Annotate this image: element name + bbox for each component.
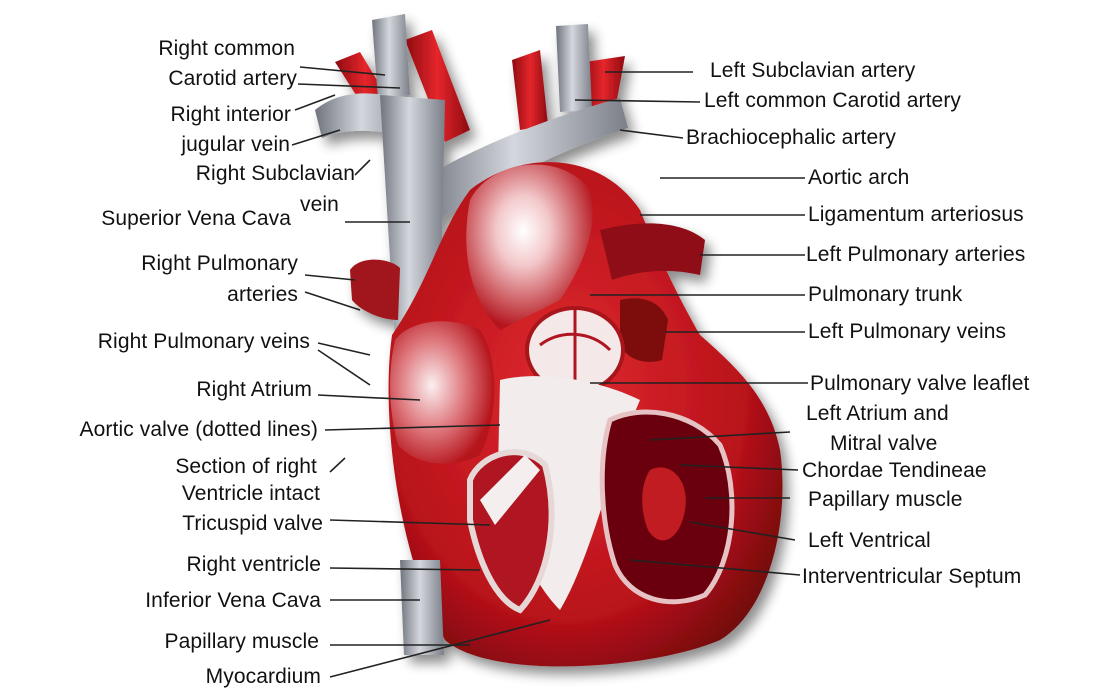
label-arteries: arteries <box>227 283 298 307</box>
label-right-ventricle: Right ventricle <box>186 553 321 577</box>
label-left-atrium-and: Left Atrium and <box>806 402 949 426</box>
label-right-pulmonary-veins: Right Pulmonary veins <box>98 330 310 354</box>
label-papillary-muscle-left: Papillary muscle <box>165 630 320 654</box>
line-rpv-2 <box>318 350 370 385</box>
label-superior-vena-cava: Superior Vena Cava <box>101 207 291 231</box>
left-common-carotid-vessel <box>512 50 548 130</box>
label-interventricular-septum: Interventricular Septum <box>802 565 1021 589</box>
label-ligamentum-arteriosus: Ligamentum arteriosus <box>808 203 1024 227</box>
line-brachiocephalic <box>620 130 683 138</box>
label-mitral-valve: Mitral valve <box>830 432 937 456</box>
label-chordae-tendineae: Chordae Tendineae <box>802 459 987 483</box>
label-aortic-valve: Aortic valve (dotted lines) <box>80 418 318 442</box>
label-myocardium: Myocardium <box>206 665 321 689</box>
label-right-interior: Right interior <box>171 103 291 127</box>
label-ventricle-intact: Ventricle intact <box>182 482 320 506</box>
label-pulmonary-valve-leaflet: Pulmonary valve leaflet <box>810 372 1029 396</box>
label-vein: vein <box>300 193 339 217</box>
label-left-subclavian-artery: Left Subclavian artery <box>710 59 915 83</box>
label-pulmonary-trunk: Pulmonary trunk <box>808 283 962 307</box>
label-right-subclavian: Right Subclavian <box>196 162 355 186</box>
label-left-common-carotid: Left common Carotid artery <box>704 89 961 113</box>
label-right-atrium: Right Atrium <box>196 378 312 402</box>
label-tricuspid-valve: Tricuspid valve <box>182 512 323 536</box>
label-brachiocephalic-artery: Brachiocephalic artery <box>686 126 896 150</box>
right-pulmonary-artery-vessel <box>350 260 400 320</box>
label-left-pulmonary-arteries: Left Pulmonary arteries <box>806 243 1025 267</box>
label-left-pulmonary-veins: Left Pulmonary veins <box>808 320 1006 344</box>
left-subclavian-vein-vessel <box>556 24 592 112</box>
label-left-ventrical: Left Ventrical <box>808 529 931 553</box>
label-carotid-artery: Carotid artery <box>168 67 297 91</box>
label-jugular-vein: jugular vein <box>181 133 290 157</box>
label-aortic-arch: Aortic arch <box>808 166 909 190</box>
line-jugular <box>292 130 340 145</box>
line-rpv-1 <box>318 343 370 355</box>
line-rpa-1 <box>305 275 355 280</box>
right-atrium-shape <box>390 321 494 463</box>
label-inferior-vena-cava: Inferior Vena Cava <box>145 589 321 613</box>
label-papillary-muscle-right: Papillary muscle <box>808 488 963 512</box>
label-right-common: Right common <box>158 37 295 61</box>
line-section <box>330 458 345 472</box>
line-right-subclavian <box>355 160 370 175</box>
inferior-vena-cava-vessel <box>400 560 444 655</box>
label-right-pulmonary: Right Pulmonary <box>141 252 298 276</box>
label-section-of-right: Section of right <box>175 455 317 479</box>
